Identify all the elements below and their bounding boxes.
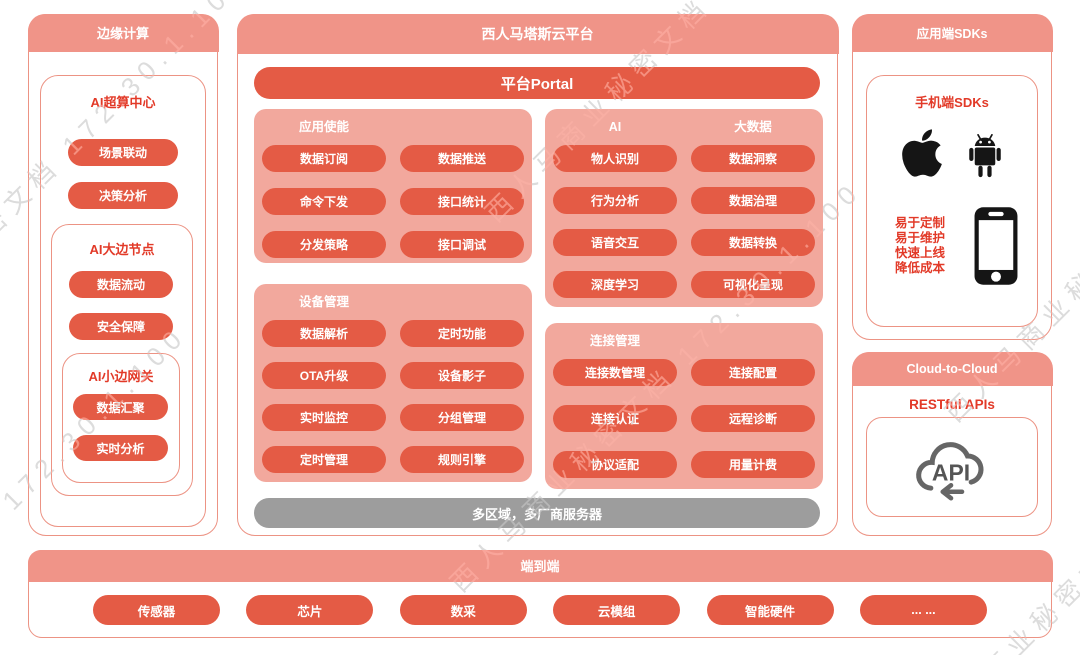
node-data-aggregation: 数据汇聚 <box>73 394 168 420</box>
benefit-cost-reduction: 降低成本 <box>895 261 945 276</box>
end-to-end-row: 传感器 芯片 数采 云模组 智能硬件 ... ... <box>93 595 987 625</box>
api-cloud-icon: API <box>907 433 995 501</box>
connection-management-title: 连接管理 <box>553 331 677 351</box>
node-security-guarantee: 安全保障 <box>69 313 173 340</box>
edge-computing-panel: 边缘计算 AI超算中心 场景联动 决策分析 AI大边节点 数据流动 安全保障 A… <box>28 14 218 536</box>
node-api-statistics: 接口统计 <box>400 188 524 215</box>
cloud-panel-title: 西人马塔斯云平台 <box>482 24 594 44</box>
multi-region-servers-bar: 多区域，多厂商服务器 <box>254 498 820 528</box>
node-visualization: 可视化呈现 <box>691 271 815 298</box>
node-ota-upgrade: OTA升级 <box>262 362 386 389</box>
node-cloud-module: 云模组 <box>553 595 680 625</box>
device-management-group: 设备管理 数据解析 定时功能 OTA升级 设备影子 实时监控 分组管理 定时管理… <box>254 284 532 482</box>
end-to-end-panel: 端到端 传感器 芯片 数采 云模组 智能硬件 ... ... <box>28 550 1052 638</box>
node-command-delivery: 命令下发 <box>262 188 386 215</box>
node-chip: 芯片 <box>246 595 373 625</box>
benefit-easy-maintenance: 易于维护 <box>895 231 945 246</box>
node-data-insight: 数据洞察 <box>691 145 815 172</box>
app-sdks-title: 应用端SDKs <box>917 23 988 42</box>
cloud-panel-header: 西人马塔斯云平台 <box>237 14 839 54</box>
node-ellipsis: ... ... <box>860 595 987 625</box>
node-realtime-monitoring: 实时监控 <box>262 404 386 431</box>
edge-panel-header: 边缘计算 <box>28 14 219 52</box>
node-deep-learning: 深度学习 <box>553 271 677 298</box>
node-behavior-analysis: 行为分析 <box>553 187 677 214</box>
device-management-title: 设备管理 <box>262 292 386 312</box>
node-rule-engine: 规则引擎 <box>400 446 524 473</box>
ai-supercomputing-title: AI超算中心 <box>41 92 205 111</box>
node-protocol-adaptation: 协议适配 <box>553 451 677 478</box>
node-data-parsing: 数据解析 <box>262 320 386 347</box>
node-data-transformation: 数据转换 <box>691 229 815 256</box>
android-icon <box>963 134 1007 180</box>
bigdata-title: 大数据 <box>691 117 815 137</box>
api-text: API <box>932 460 970 486</box>
node-usage-billing: 用量计费 <box>691 451 815 478</box>
benefit-easy-customization: 易于定制 <box>895 216 945 231</box>
platform-portal-bar: 平台Portal <box>254 67 820 99</box>
node-data-flow: 数据流动 <box>69 271 173 298</box>
node-distribution-strategy: 分发策略 <box>262 231 386 258</box>
api-card: API <box>866 417 1038 517</box>
node-data-subscription: 数据订阅 <box>262 145 386 172</box>
node-scene-linkage: 场景联动 <box>68 139 178 166</box>
node-timing-function: 定时功能 <box>400 320 524 347</box>
node-connection-count-management: 连接数管理 <box>553 359 677 386</box>
end-to-end-header: 端到端 <box>28 550 1053 582</box>
cloud-to-cloud-header: Cloud-to-Cloud <box>852 352 1053 386</box>
ai-title: AI <box>553 117 677 137</box>
ai-big-edge-card: AI大边节点 数据流动 安全保障 AI小边网关 数据汇聚 实时分析 <box>51 224 193 496</box>
ai-bigdata-group: AI 大数据 物人识别 数据洞察 行为分析 数据治理 语音交互 数据转换 深度学… <box>545 109 823 307</box>
cloud-platform-panel: 西人马塔斯云平台 平台Portal 应用使能 数据订阅 数据推送 命令下发 接口… <box>237 14 838 536</box>
node-data-push: 数据推送 <box>400 145 524 172</box>
connection-management-group: 连接管理 连接数管理 连接配置 连接认证 远程诊断 协议适配 用量计费 <box>545 323 823 489</box>
sdk-benefits-list: 易于定制 易于维护 快速上线 降低成本 <box>895 216 945 276</box>
mobile-sdks-card: 手机端SDKs 易于定制 易于维护 <box>866 75 1038 327</box>
cloud-to-cloud-title: Cloud-to-Cloud <box>907 362 998 376</box>
ai-small-edge-title: AI小边网关 <box>63 366 179 385</box>
node-smart-hardware: 智能硬件 <box>707 595 834 625</box>
edge-panel-title: 边缘计算 <box>97 23 149 42</box>
node-schedule-management: 定时管理 <box>262 446 386 473</box>
node-connection-authentication: 连接认证 <box>553 405 677 432</box>
node-remote-diagnosis: 远程诊断 <box>691 405 815 432</box>
node-data-governance: 数据治理 <box>691 187 815 214</box>
node-connection-configuration: 连接配置 <box>691 359 815 386</box>
app-enable-title: 应用使能 <box>262 117 386 137</box>
cloud-to-cloud-panel: Cloud-to-Cloud RESTful APIs API <box>852 352 1052 536</box>
node-decision-analysis: 决策分析 <box>68 182 178 209</box>
smartphone-icon <box>973 204 1019 288</box>
app-sdks-header: 应用端SDKs <box>852 14 1053 52</box>
node-api-debugging: 接口调试 <box>400 231 524 258</box>
node-voice-interaction: 语音交互 <box>553 229 677 256</box>
node-data-acquisition: 数采 <box>400 595 527 625</box>
node-device-shadow: 设备影子 <box>400 362 524 389</box>
benefit-fast-launch: 快速上线 <box>895 246 945 261</box>
ai-small-edge-card: AI小边网关 数据汇聚 实时分析 <box>62 353 180 483</box>
end-to-end-title: 端到端 <box>520 556 559 575</box>
node-sensor: 传感器 <box>93 595 220 625</box>
node-realtime-analysis: 实时分析 <box>73 435 168 461</box>
restful-apis-label: RESTful APIs <box>853 397 1051 412</box>
apple-icon <box>901 126 943 180</box>
ai-supercomputing-card: AI超算中心 场景联动 决策分析 AI大边节点 数据流动 安全保障 AI小边网关… <box>40 75 206 527</box>
app-sdks-panel: 应用端SDKs 手机端SDKs <box>852 14 1052 340</box>
node-object-person-recognition: 物人识别 <box>553 145 677 172</box>
ai-big-edge-title: AI大边节点 <box>52 239 192 258</box>
mobile-sdks-title: 手机端SDKs <box>867 92 1037 111</box>
node-group-management: 分组管理 <box>400 404 524 431</box>
app-enable-group: 应用使能 数据订阅 数据推送 命令下发 接口统计 分发策略 接口调试 <box>254 109 532 263</box>
